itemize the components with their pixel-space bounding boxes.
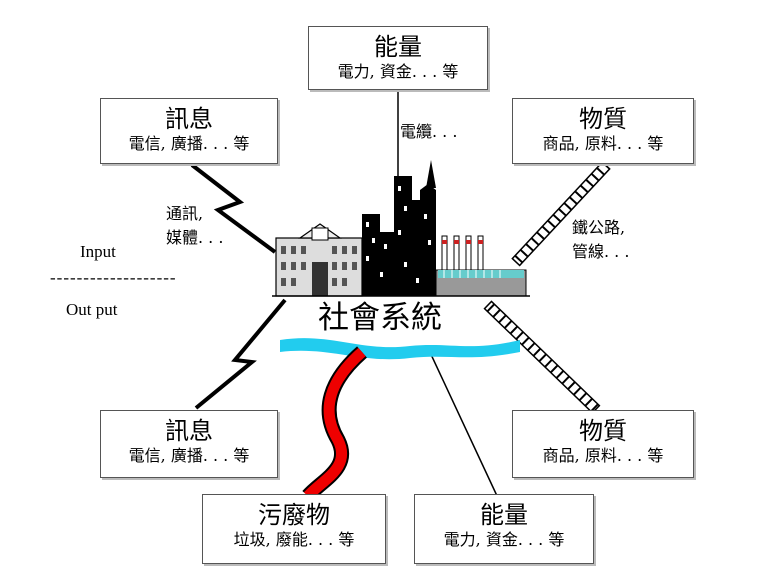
comm-label-1: 通訊, [166, 204, 204, 223]
energy-output-box: 能量 電力, 資金. . . 等 [414, 494, 594, 564]
info-lightning-top [190, 163, 277, 254]
rail-label-1: 鐵公路, [572, 218, 626, 237]
waste-output-sub: 垃圾, 廢能. . . 等 [233, 530, 355, 549]
energy-input-sub: 電力, 資金. . . 等 [337, 62, 459, 81]
city-illustration [272, 160, 530, 297]
io-divider: ------------------- [50, 268, 177, 287]
matter-output-title: 物質 [579, 417, 627, 445]
waste-output-title: 污廢物 [258, 501, 330, 529]
matter-output-sub: 商品, 原料. . . 等 [542, 446, 664, 465]
info-input-sub: 電信, 廣播. . . 等 [128, 134, 250, 153]
rail-bottom [483, 300, 601, 414]
energy-output-title: 能量 [480, 501, 528, 529]
energy-input-title: 能量 [374, 33, 422, 61]
output-label: Out put [66, 300, 118, 319]
info-output-sub: 電信, 廣播. . . 等 [128, 446, 250, 465]
energy-line-bottom [427, 347, 499, 499]
energy-output-sub: 電力, 資金. . . 等 [443, 530, 565, 549]
social-system-title: 社會系統 [318, 300, 442, 336]
info-output-title: 訊息 [165, 417, 213, 445]
rail-top [511, 160, 611, 267]
matter-input-box: 物質 商品, 原料. . . 等 [512, 98, 694, 164]
matter-output-box: 物質 商品, 原料. . . 等 [512, 410, 694, 478]
info-lightning-bottom [194, 298, 287, 410]
info-output-box: 訊息 電信, 廣播. . . 等 [100, 410, 278, 478]
matter-input-sub: 商品, 原料. . . 等 [542, 134, 664, 153]
matter-input-title: 物質 [579, 105, 627, 133]
info-input-box: 訊息 電信, 廣播. . . 等 [100, 98, 278, 164]
river [280, 338, 520, 360]
comm-label-2: 媒體. . . [166, 228, 224, 247]
info-input-title: 訊息 [165, 105, 213, 133]
rail-label-2: 管線. . . [572, 242, 630, 261]
energy-input-box: 能量 電力, 資金. . . 等 [308, 26, 488, 90]
cable-label: 電纜. . . [400, 122, 458, 141]
waste-output-box: 污廢物 垃圾, 廢能. . . 等 [202, 494, 386, 564]
input-label: Input [80, 242, 116, 261]
